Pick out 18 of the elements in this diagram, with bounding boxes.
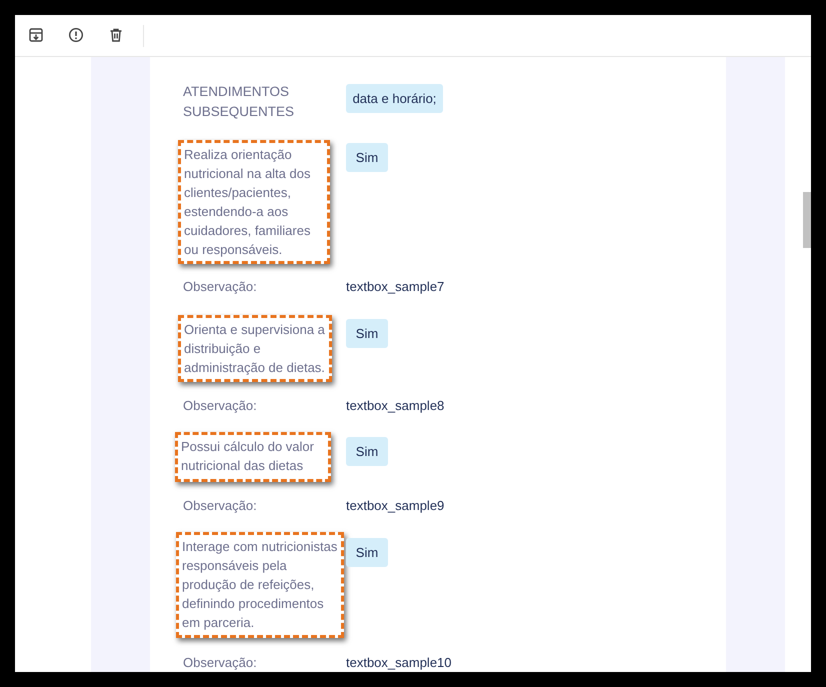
field-value: textbox_sample7 (346, 278, 446, 296)
field-value: textbox_sample10 (346, 654, 453, 672)
answer-tag: Sim (346, 143, 388, 172)
answer-tag: Sim (346, 437, 388, 466)
question-text: Orienta e supervisiona a distribuição e administração de dietas. (178, 315, 332, 382)
field-label: Observação: (183, 397, 258, 415)
question-text: Possui cálculo do valor nutricional das dietas (175, 432, 331, 482)
field-value: textbox_sample9 (346, 497, 446, 515)
question-text: Interage com nutricionistas responsáveis pela produção de refeições, definindo procedimentos em parceria. (176, 532, 344, 638)
answer-tag: data e horário; (346, 84, 443, 113)
field-label: Observação: (183, 654, 258, 672)
field-value: textbox_sample8 (346, 397, 446, 415)
answer-tag: Sim (346, 538, 388, 567)
section-heading: ATENDIMENTOS SUBSEQUENTES (183, 83, 296, 121)
field-label: Observação: (183, 278, 258, 296)
question-text: Realiza orientação nutricional na alta dos clientes/pacientes, estendendo-a aos cuidadores, familiares ou responsáveis. (178, 140, 330, 264)
answer-tag: Sim (346, 319, 388, 348)
field-label: Observação: (183, 497, 258, 515)
